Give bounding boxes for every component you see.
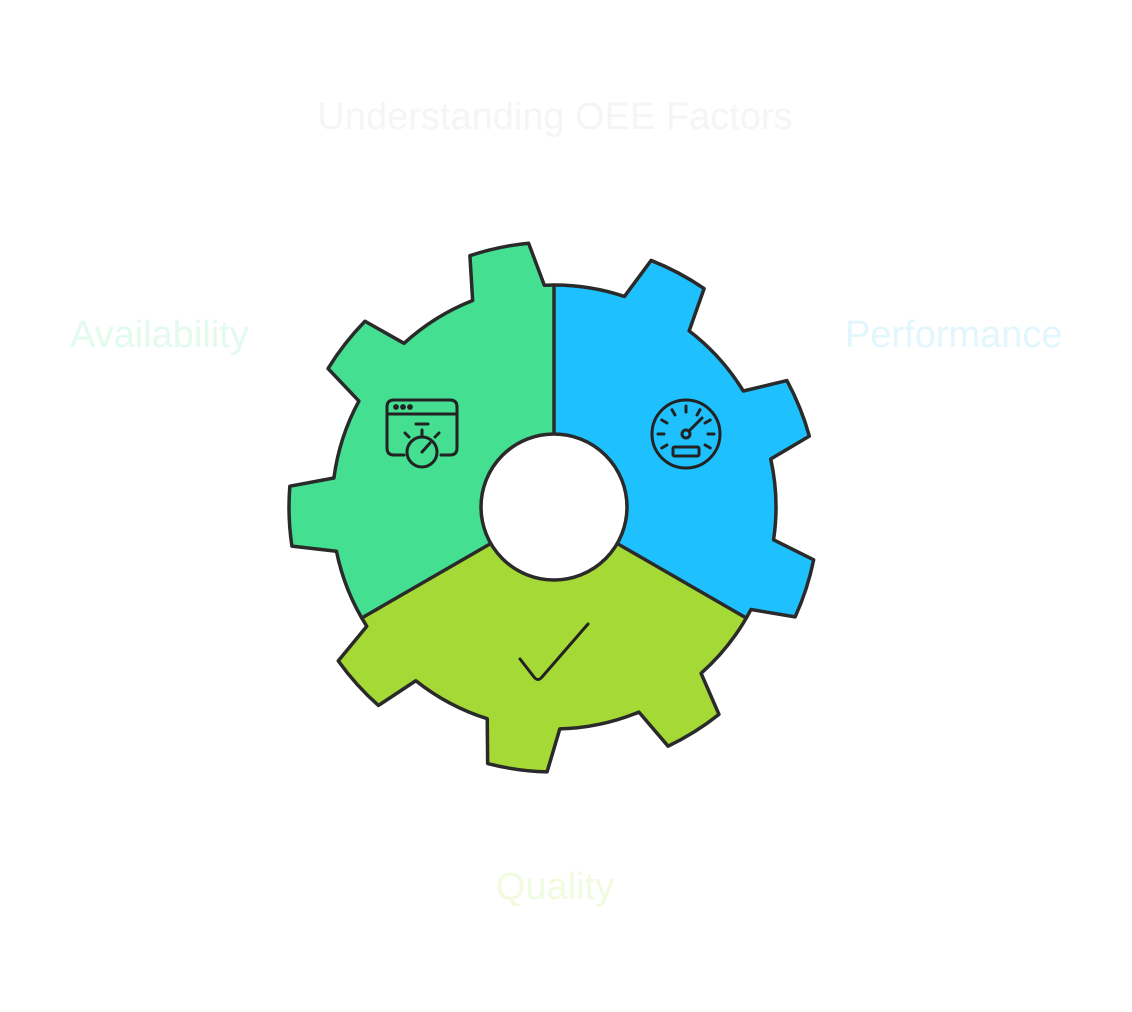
speedometer-tick <box>660 443 669 450</box>
browser-stopwatch-icon <box>385 398 459 469</box>
quality-label: Quality <box>495 866 615 908</box>
speedometer-tick <box>670 408 677 417</box>
checkmark-icon <box>518 622 590 681</box>
gear-outline <box>287 241 816 774</box>
segment-dividers <box>359 283 749 620</box>
performance-label: Performance <box>845 314 1063 356</box>
speedometer-tick <box>703 418 712 425</box>
gear-hub <box>479 432 629 582</box>
segment-divider <box>359 541 493 620</box>
speedometer-tick <box>695 408 702 417</box>
segment-divider <box>615 541 749 620</box>
diagram-title: Understanding OEE Factors <box>317 96 793 138</box>
speedometer-icon <box>650 398 722 470</box>
speedometer-tick <box>703 443 712 450</box>
speedometer-tick <box>660 418 669 425</box>
availability-label: Availability <box>70 314 249 356</box>
quality-segment <box>289 507 814 772</box>
